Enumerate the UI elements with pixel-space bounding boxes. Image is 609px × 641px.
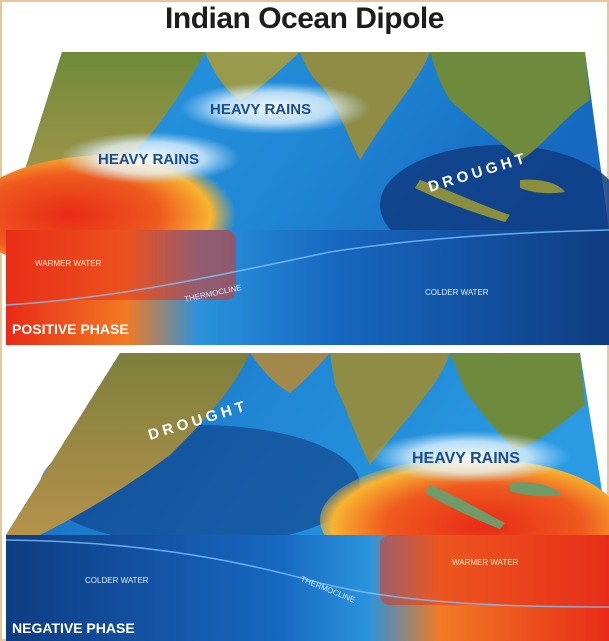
thermocline-line (5, 229, 609, 306)
positive-phase-label: POSITIVE PHASE (12, 321, 129, 337)
indonesia-islands (425, 482, 562, 529)
warmer-water-label: WARMER WATER (452, 558, 519, 567)
asia-landmass (430, 52, 590, 160)
indonesia-islands (415, 179, 565, 222)
rain-cloud (370, 431, 570, 483)
heavy-rains-label-1: HEAVY RAINS (210, 101, 311, 118)
negative-phase-panel: HEAVY RAINS DROUGHT COLDER WATER THERMOC… (5, 353, 609, 641)
africa-landmass (6, 353, 250, 535)
rain-cloud-1 (180, 82, 370, 134)
thermocline-line (5, 539, 609, 608)
warm-water-layer (380, 535, 609, 605)
colder-water-label: COLDER WATER (425, 288, 489, 297)
heavy-rains-label: HEAVY RAINS (412, 450, 520, 467)
asia-landmass (450, 353, 585, 450)
negative-phase-label: NEGATIVE PHASE (12, 620, 135, 636)
india-landmass (330, 353, 450, 465)
colder-water-label: COLDER WATER (85, 576, 149, 585)
heavy-rains-label-2: HEAVY RAINS (98, 151, 199, 168)
rain-cloud-2 (60, 132, 240, 184)
arabia-landmass (250, 353, 330, 393)
positive-phase-panel: HEAVY RAINS HEAVY RAINS DROUGHT WARMER W… (0, 52, 609, 345)
warmer-water-label: WARMER WATER (35, 259, 102, 268)
figure-title: Indian Ocean Dipole (165, 2, 444, 35)
